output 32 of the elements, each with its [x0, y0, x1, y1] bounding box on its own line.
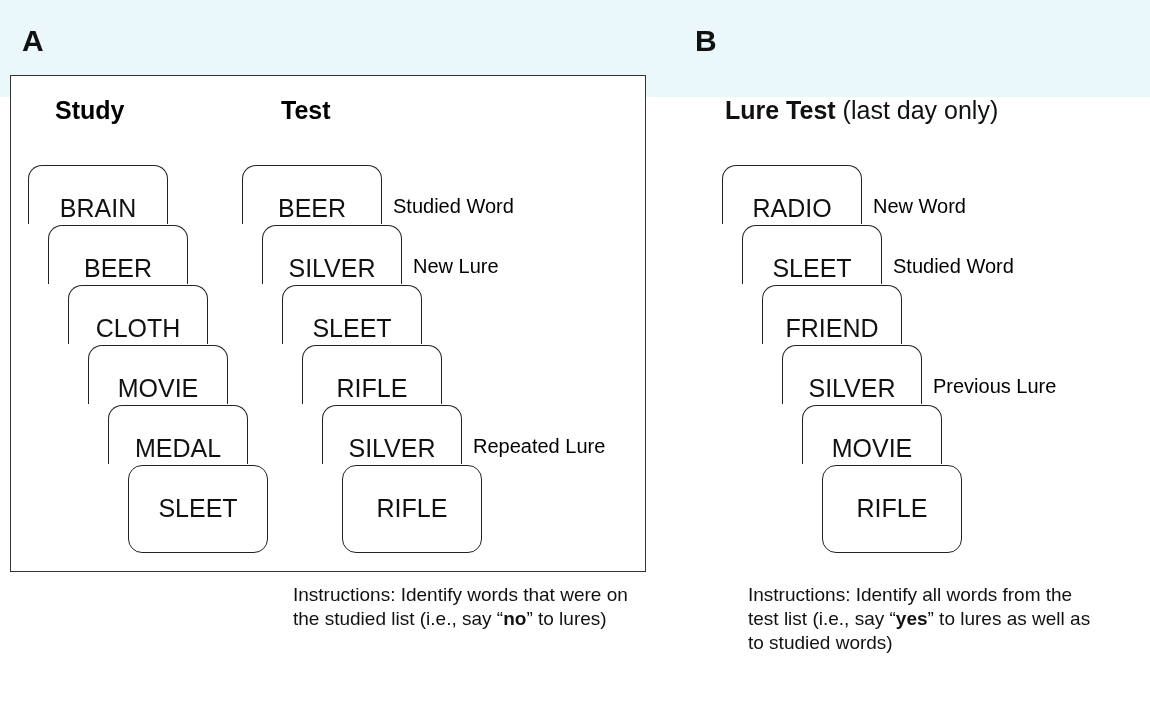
column-heading: Study	[55, 96, 125, 125]
word-card: RIFLE	[302, 345, 442, 404]
word-card: RIFLE	[822, 465, 962, 553]
word-card: RIFLE	[342, 465, 482, 553]
instruction-text: Instructions: Identify words that were on the studied list (i.e., say “no” to lures)	[293, 583, 629, 631]
instruction-text: Instructions: Identify all words from the test list (i.e., say “yes” to lures as well as to studied words)	[748, 583, 1092, 655]
word-card: SLEET	[742, 225, 882, 284]
item-type-label: New Lure	[413, 255, 499, 278]
word-card: SLEET	[282, 285, 422, 344]
word-card: RADIO	[722, 165, 862, 224]
panel-letter: B	[695, 23, 718, 59]
item-type-label: Previous Lure	[933, 375, 1057, 398]
panel-heading: Lure Test (last day only)	[725, 95, 1000, 126]
word-card: BEER	[48, 225, 188, 284]
item-type-label: Repeated Lure	[473, 435, 606, 458]
panel-frame	[10, 75, 646, 572]
column-heading: Test	[281, 96, 331, 125]
word-card: MOVIE	[88, 345, 228, 404]
panel-letter: A	[22, 23, 45, 59]
word-card: SILVER	[782, 345, 922, 404]
word-card: BRAIN	[28, 165, 168, 224]
word-card: SILVER	[322, 405, 462, 464]
item-type-label: New Word	[873, 195, 966, 218]
word-card: SILVER	[262, 225, 402, 284]
word-card: SLEET	[128, 465, 268, 553]
word-card: CLOTH	[68, 285, 208, 344]
word-card: FRIEND	[762, 285, 902, 344]
word-card: MEDAL	[108, 405, 248, 464]
item-type-label: Studied Word	[393, 195, 514, 218]
item-type-label: Studied Word	[893, 255, 1014, 278]
word-card: BEER	[242, 165, 382, 224]
word-card: MOVIE	[802, 405, 942, 464]
